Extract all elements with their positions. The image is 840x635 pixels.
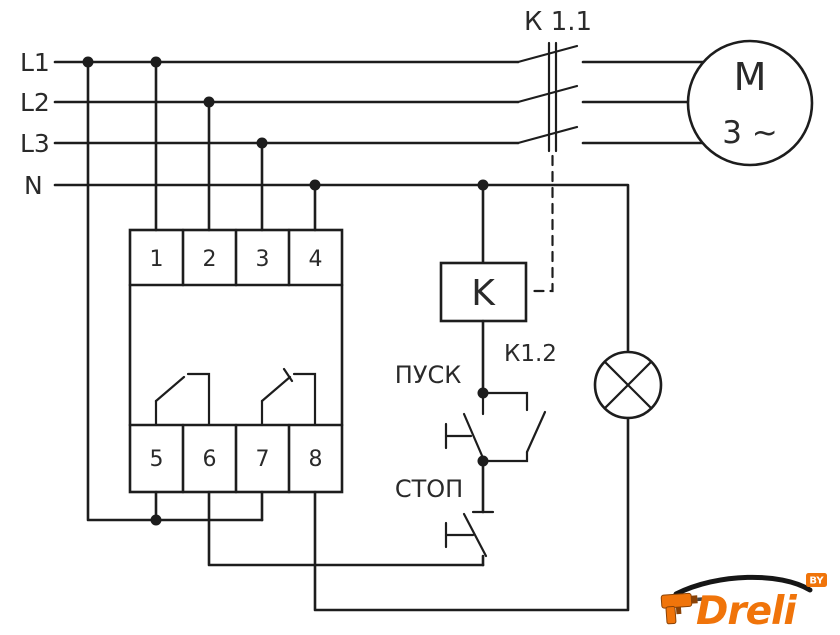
k11-blade-l3 bbox=[516, 125, 579, 145]
terminal-4: 4 bbox=[309, 247, 323, 272]
wire-terminal8-to-lamp bbox=[313, 416, 630, 612]
motor-circle bbox=[686, 39, 814, 167]
aux-contact-k12: К1.2 bbox=[481, 341, 557, 463]
stop-button: СТОП bbox=[395, 475, 495, 567]
by-badge-box bbox=[806, 573, 827, 587]
bottom-wiring bbox=[86, 60, 630, 612]
coil-letter: K bbox=[471, 273, 496, 314]
junction-dot bbox=[203, 96, 215, 108]
line-n bbox=[53, 183, 630, 354]
wire-l1-feedback-loop bbox=[86, 60, 264, 522]
label-l3: L3 bbox=[20, 129, 50, 158]
junction-dot bbox=[150, 514, 162, 526]
coil-k: K bbox=[439, 261, 528, 395]
bus-drop-wires bbox=[154, 60, 485, 265]
terminal-6: 6 bbox=[203, 447, 217, 472]
aux-upper-branch bbox=[481, 391, 529, 412]
label-l1: L1 bbox=[20, 48, 50, 77]
terminal-5: 5 bbox=[150, 447, 164, 472]
junction-dots bbox=[82, 56, 489, 526]
k11-mechanical-link bbox=[526, 154, 554, 293]
lamp-cross bbox=[603, 360, 653, 410]
by-badge: BY bbox=[806, 573, 827, 587]
motor-letter: М bbox=[734, 55, 767, 99]
junction-dot bbox=[309, 179, 321, 191]
indicator-lamp bbox=[593, 350, 663, 420]
stop-button-label: СТОП bbox=[395, 475, 463, 503]
junction-dot bbox=[150, 56, 162, 68]
label-n: N bbox=[24, 171, 43, 200]
terminal-7: 7 bbox=[256, 447, 270, 472]
motor-symbol: М 3 ~ bbox=[686, 39, 814, 167]
module-bottom-separators bbox=[181, 423, 291, 494]
by-badge-text: BY bbox=[809, 576, 824, 587]
bus-labels: L1 L2 L3 N bbox=[20, 48, 50, 200]
drill-icon bbox=[660, 592, 710, 625]
start-button-label: ПУСК bbox=[395, 361, 461, 389]
junction-dot bbox=[256, 137, 268, 149]
start-blade bbox=[462, 412, 485, 460]
contact-right-blade bbox=[260, 375, 292, 403]
junction-dot bbox=[477, 387, 489, 399]
relay-module: 1 2 3 4 5 6 7 8 bbox=[128, 228, 344, 494]
contactor-k11: К 1.1 bbox=[516, 7, 706, 293]
terminal-3: 3 bbox=[256, 247, 270, 272]
contact-left-blade bbox=[154, 375, 186, 403]
junction-dot bbox=[477, 179, 489, 191]
contactor-k11-label: К 1.1 bbox=[524, 7, 592, 37]
contact-left-fixed bbox=[186, 372, 211, 427]
terminal-1: 1 bbox=[150, 247, 164, 272]
coil-box bbox=[439, 261, 528, 323]
drill-handle bbox=[665, 605, 677, 625]
terminal-2: 2 bbox=[203, 247, 217, 272]
k11-blade-l2 bbox=[516, 84, 579, 104]
stop-blade bbox=[462, 512, 488, 558]
wire-terminal6-to-stop bbox=[207, 490, 485, 567]
power-bus-lines bbox=[53, 60, 630, 354]
dreli-logo: Dreli BY bbox=[660, 573, 827, 632]
junction-dot bbox=[82, 56, 94, 68]
k11-blade-l1 bbox=[516, 44, 579, 64]
contact-right-fixed bbox=[292, 372, 317, 427]
drill-body bbox=[660, 592, 693, 609]
logo-swoosh bbox=[673, 574, 813, 597]
aux-contact-label: К1.2 bbox=[504, 341, 557, 367]
aux-blade bbox=[525, 410, 547, 454]
module-top-separators bbox=[181, 228, 291, 287]
aux-lower-branch bbox=[481, 450, 529, 463]
drill-bit bbox=[697, 596, 710, 602]
drill-chuck bbox=[691, 595, 698, 604]
label-l2: L2 bbox=[20, 88, 50, 117]
brand-text: Dreli bbox=[696, 589, 797, 632]
contact-right-tick bbox=[282, 367, 294, 383]
start-button: ПУСК bbox=[395, 361, 485, 514]
module-internal-contact-left bbox=[154, 372, 211, 427]
drill-trigger bbox=[675, 606, 682, 615]
junction-dot bbox=[477, 455, 489, 467]
terminal-8: 8 bbox=[309, 447, 323, 472]
module-internal-contact-right bbox=[260, 367, 317, 427]
motor-phase: 3 ~ bbox=[722, 115, 778, 151]
